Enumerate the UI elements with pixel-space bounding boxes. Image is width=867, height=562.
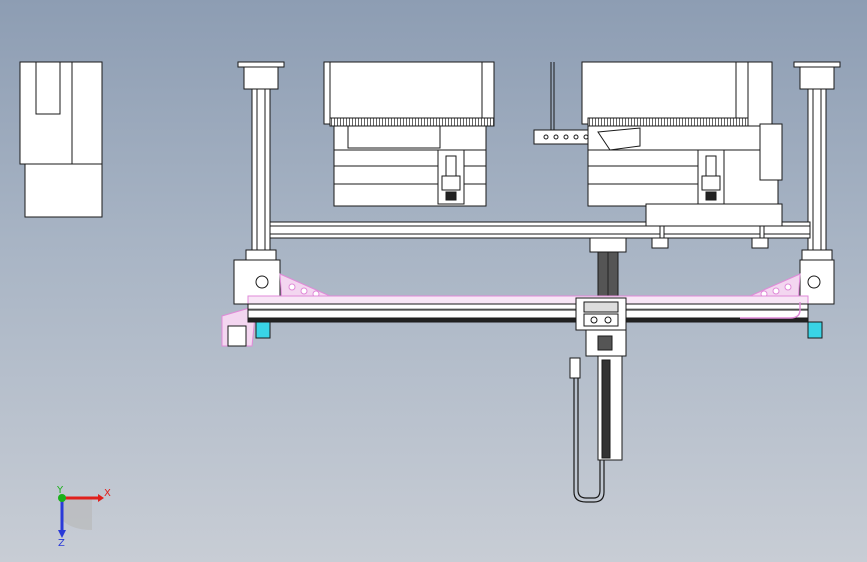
center-column[interactable] [589,237,627,299]
axis-y-label: Y [56,485,64,496]
right-support-post[interactable] [793,61,841,263]
axis-x-label: X [104,488,111,499]
right-tray-module[interactable] [581,61,783,249]
left-support-post[interactable] [237,61,285,263]
left-tray-module[interactable] [323,61,495,207]
z-axis-arm[interactable] [569,355,623,503]
axis-z-label: Z [58,538,65,549]
carriage[interactable] [575,297,627,357]
left-block-part[interactable] [19,61,103,218]
linear-rail[interactable] [247,295,809,323]
axis-triad: X Y Z [56,485,111,549]
